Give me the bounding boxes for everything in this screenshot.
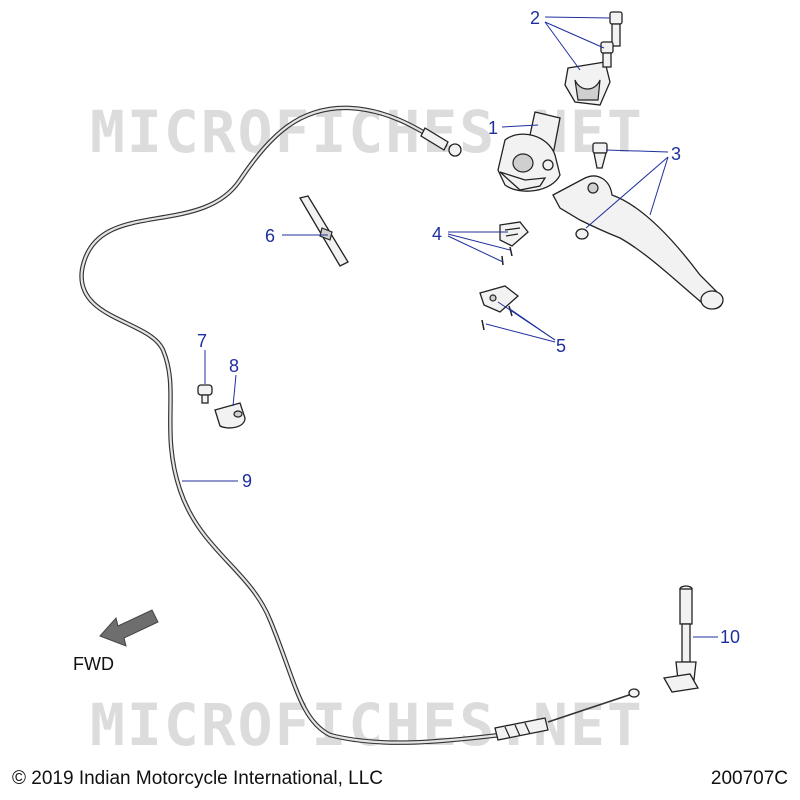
copyright-notice: © 2019 Indian Motorcycle International, … [12, 768, 383, 789]
watermark-bottom: MICROFICHES.NET [90, 691, 644, 759]
lever-housing [497, 111, 561, 192]
callout-5: 5 [556, 336, 566, 356]
callout-7: 7 [197, 331, 207, 351]
clamp-and-screws [564, 11, 623, 106]
callout-10: 10 [720, 627, 740, 647]
screw [197, 384, 213, 404]
callout-9: 9 [242, 471, 252, 491]
callout-8: 8 [229, 356, 239, 376]
callout-1: 1 [488, 118, 498, 138]
lever-switch [499, 221, 529, 266]
fwd-label: FWD [73, 654, 114, 674]
forward-arrow-icon [99, 609, 159, 647]
drawing-number: 200707C [710, 768, 788, 789]
clutch-shaft [662, 585, 700, 693]
clutch-cable [79, 105, 640, 745]
cable-tie [298, 195, 349, 267]
callout-3: 3 [671, 144, 681, 164]
clutch-lever [552, 142, 724, 310]
leader-lines [182, 16, 718, 638]
callout-2: 2 [530, 8, 540, 28]
cable-clip [214, 402, 246, 429]
switch-bracket [479, 285, 520, 331]
callout-6: 6 [265, 226, 275, 246]
callout-4: 4 [432, 224, 442, 244]
